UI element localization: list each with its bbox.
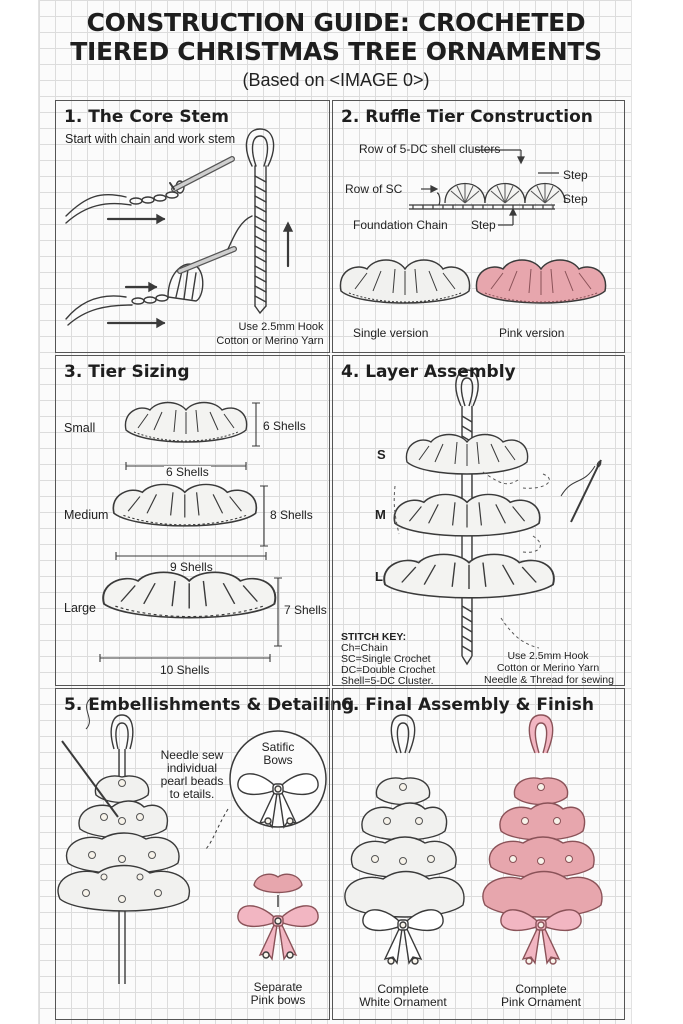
ruffle-construction-illustration [339,149,607,304]
white-ornament-final [344,714,465,965]
stitch-key: STITCH KEY: Ch=Chain SC=Single Crochet D… [341,632,435,687]
tier-l [383,553,555,599]
stitch-key-title: STITCH KEY: [341,631,407,643]
pink-ornament-label-1: Complete [515,982,567,996]
panel-6-title: 6. Final Assembly & Finish [341,695,594,715]
panel-core-stem: 1. The Core Stem Start with chain and wo… [55,100,330,353]
bows-label-1: Satific [261,740,295,754]
layer-assembly-illustration [383,369,602,666]
large-tier [102,571,277,619]
page-title: CONSTRUCTION GUIDE: CROCHETED TIERED CHR… [39,0,633,66]
embellishments-illustration [57,698,327,984]
size-l-label: L [375,569,383,584]
panel-4-tools-line-1: Use 2.5mm Hook [507,650,589,662]
panel-1-caption: Start with chain and work stem [65,132,236,146]
pink-version-label: Pink version [499,326,565,340]
stitch-key-1: Ch=Chain [341,642,388,654]
pink-ornament-final [482,714,603,965]
stitch-key-3: DC=Double Crochet [341,664,436,676]
panel-tier-sizing: 3. Tier Sizing Small 6 Shells 6 Shells M… [55,355,330,686]
pink-bows-label-2: Pink bows [250,993,306,1007]
step-label-c: Step [471,218,496,232]
chain-top [129,180,185,205]
medium-label: Medium [64,508,109,522]
panel-layer-assembly: 4. Layer Assembly S M L STITCH KEY: Ch=C… [332,355,625,687]
pearl-beads [82,779,162,903]
small-label: Small [64,421,96,435]
panel-1-title: 1. The Core Stem [64,107,229,127]
large-label: Large [64,601,96,615]
step-label-a: Step [563,168,588,182]
chain-bottom [131,294,169,305]
small-height-label: 6 Shells [263,419,306,433]
page-subtitle: (Based on <IMAGE 0>) [242,70,430,90]
single-version-label: Single version [353,326,429,340]
pink-ruffle-sample [475,259,607,304]
medium-width-label: 9 Shells [170,560,213,574]
large-width-label: 10 Shells [160,663,210,677]
foundation-chain-diagram [409,204,555,210]
tier-sizing-illustration [99,401,282,662]
panel-1-tools-line-2: Cotton or Merino Yarn [216,335,324,347]
medium-height-label: 8 Shells [270,508,313,522]
panel-4-tools-line-3: Needle & Thread for sewing [484,674,614,686]
step-label-b: Step [563,192,588,206]
page-title-line-2: TIERED CHRISTMAS TREE ORNAMENTS [70,37,602,66]
core-stem-illustration [65,128,294,329]
pink-bows-label-1: Separate [253,980,303,994]
small-tier [124,401,248,443]
white-ornament-label-2: White Ornament [359,995,447,1009]
bows-label-2: Bows [263,753,293,767]
shell-row-diagram [444,182,566,204]
panel-3-title: 3. Tier Sizing [64,362,190,382]
panel-2-title: 2. Ruffle Tier Construction [341,107,593,127]
stitch-key-2: SC=Single Crochet [341,653,431,665]
needle-note-3: pearl beads [160,774,224,788]
needle-note-1: Needle sew [160,748,224,762]
guide-sheet: CONSTRUCTION GUIDE: CROCHETED TIERED CHR… [38,0,632,1024]
header: CONSTRUCTION GUIDE: CROCHETED TIERED CHR… [39,0,633,100]
panel-embellishments: 5. Embellishments & Detailing Needle sew… [55,688,354,1020]
needle-note-4: to etails. [169,787,215,801]
pink-ornament-label-2: Pink Ornament [500,995,582,1009]
panel-1-tools-line-1: Use 2.5mm Hook [238,321,324,333]
shell-row-label: Row of 5-DC shell clusters [359,142,501,156]
large-height-label: 7 Shells [284,603,327,617]
size-s-label: S [377,447,386,462]
page-title-line-1: CONSTRUCTION GUIDE: CROCHETED [86,8,586,37]
final-assembly-illustration [344,714,603,965]
needle-note-2: individual [166,761,218,775]
small-width-label: 6 Shells [164,465,211,479]
panel-4-title: 4. Layer Assembly [341,362,516,382]
tier-s [405,433,529,475]
white-ruffle-sample [339,259,471,304]
foundation-chain-label: Foundation Chain [353,218,448,232]
panel-5-title: 5. Embellishments & Detailing [64,695,355,715]
panel-grid: 1. The Core Stem Start with chain and wo… [55,100,625,1020]
satin-bow-pink [237,905,319,960]
tier-m [393,493,541,537]
panel-ruffle-construction: 2. Ruffle Tier Construction Row of 5-DC … [332,100,625,353]
panel-4-tools-line-2: Cotton or Merino Yarn [496,662,600,674]
panel-final-assembly: 6. Final Assembly & Finish Complete Whit… [332,688,625,1020]
sc-row-label: Row of SC [345,182,403,196]
stitch-key-4: Shell=5-DC Cluster. [341,675,434,687]
white-ornament-label-1: Complete [377,982,429,996]
medium-tier [112,483,258,527]
size-m-label: M [375,507,386,522]
